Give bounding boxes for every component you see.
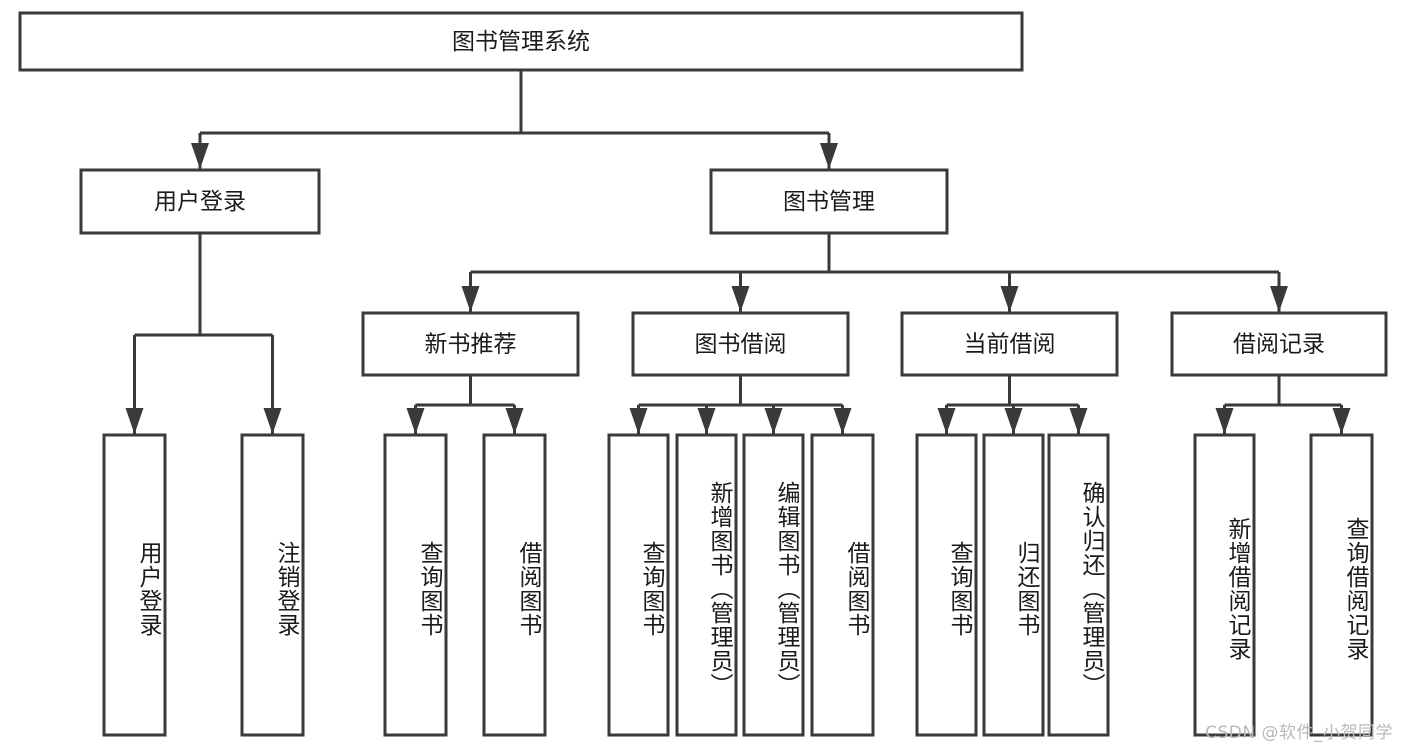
node-box-leaf-add-book[interactable] <box>675 433 738 737</box>
node-box-root[interactable] <box>18 11 1024 72</box>
node-label-root: 图书管理系统 <box>452 29 590 55</box>
arrow-head-icon <box>1332 408 1351 434</box>
node-box-leaf-query-borrow-record[interactable] <box>1309 433 1374 737</box>
arrow-head-icon <box>820 143 838 169</box>
node-label-user-login: 用户登录 <box>154 189 246 215</box>
arrow-head-icon <box>406 408 425 434</box>
node-box-leaf-confirm-return[interactable] <box>1047 433 1110 737</box>
arrow-head-icon <box>937 408 956 434</box>
node-box-leaf-query-book-1[interactable] <box>383 433 448 737</box>
node-box-leaf-add-borrow-record[interactable] <box>1193 433 1256 737</box>
arrow-head-icon <box>833 408 852 434</box>
arrow-head-icon <box>1000 286 1019 312</box>
node-box-current-borrow[interactable] <box>900 311 1119 377</box>
arrow-head-icon <box>125 408 144 434</box>
arrow-head-icon <box>191 143 209 169</box>
node-box-leaf-query-book-3[interactable] <box>915 433 978 737</box>
arrow-head-icon <box>697 408 716 434</box>
node-box-leaf-borrow-book-2[interactable] <box>810 433 875 737</box>
node-box-leaf-borrow-book-1[interactable] <box>482 433 547 737</box>
node-box-leaf-edit-book[interactable] <box>742 433 805 737</box>
arrow-head-icon <box>1069 408 1088 434</box>
node-box-new-book-recommend[interactable] <box>361 311 580 377</box>
node-label-borrow-record: 借阅记录 <box>1233 332 1325 358</box>
node-box-leaf-return-book[interactable] <box>982 433 1045 737</box>
arrow-head-icon <box>1270 286 1288 312</box>
node-label-book-borrow: 图书借阅 <box>695 332 787 358</box>
node-box-leaf-user-logout[interactable] <box>240 433 305 737</box>
arrow-head-icon <box>505 408 524 434</box>
arrow-head-icon <box>731 286 750 312</box>
arrow-head-icon <box>629 408 648 434</box>
arrow-head-icon <box>263 408 282 434</box>
node-box-book-manage[interactable] <box>709 168 949 235</box>
arrow-head-icon <box>1004 408 1023 434</box>
edges-layer <box>125 70 1351 434</box>
node-label-book-manage: 图书管理 <box>783 189 875 215</box>
node-box-borrow-record[interactable] <box>1170 311 1388 377</box>
boxes-layer <box>18 11 1388 737</box>
node-box-book-borrow[interactable] <box>631 311 850 377</box>
node-label-new-book-recommend: 新书推荐 <box>425 332 517 358</box>
node-box-user-login[interactable] <box>79 168 321 235</box>
node-label-current-borrow: 当前借阅 <box>964 332 1056 358</box>
arrow-head-icon <box>1215 408 1234 434</box>
node-box-leaf-query-book-2[interactable] <box>607 433 670 737</box>
csdn-watermark: CSDN @软件_小贺同学 <box>1205 723 1393 743</box>
arrow-head-icon <box>461 286 480 312</box>
node-box-leaf-user-login[interactable] <box>102 433 167 737</box>
arrow-head-icon <box>764 408 783 434</box>
